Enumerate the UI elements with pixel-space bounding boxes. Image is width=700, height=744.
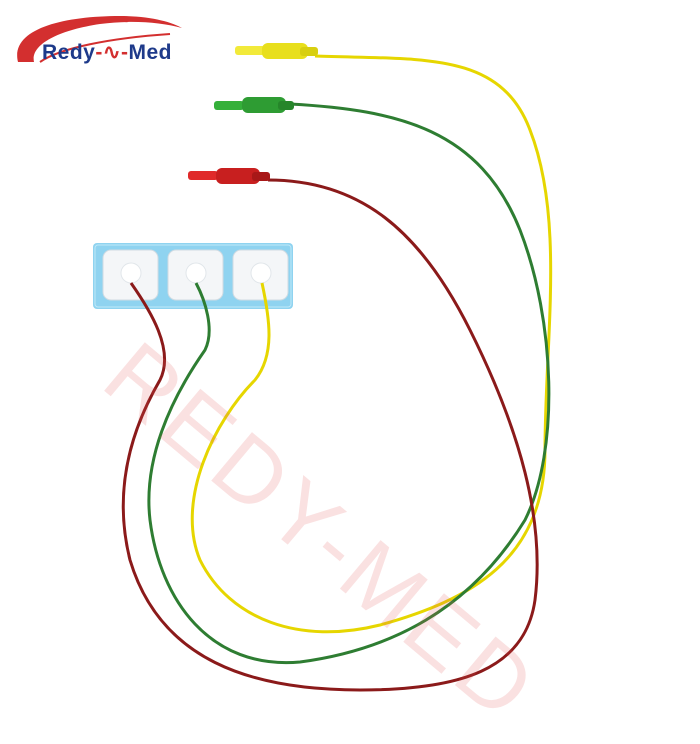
product-photo: REDY-MED Redy-∿-Med	[17, 16, 557, 742]
logo: Redy-∿-Med	[42, 40, 172, 65]
red-connector	[188, 168, 270, 184]
logo-swoosh	[17, 16, 182, 63]
green-lead-wire	[147, 102, 551, 665]
logo-part-2: Med	[128, 41, 172, 64]
electrode-pad-2	[167, 249, 224, 301]
logo-part-1: Redy	[42, 41, 96, 64]
electrode-lead-wires-image	[17, 16, 553, 692]
logo-heartbeat-icon: -∿-	[95, 41, 129, 64]
green-connector	[214, 97, 294, 113]
yellow-lead-wire	[190, 54, 553, 634]
electrode-pad-1	[102, 249, 159, 301]
electrode-pad-3	[232, 249, 289, 301]
yellow-connector	[235, 43, 318, 59]
red-lead-wire	[121, 178, 539, 692]
